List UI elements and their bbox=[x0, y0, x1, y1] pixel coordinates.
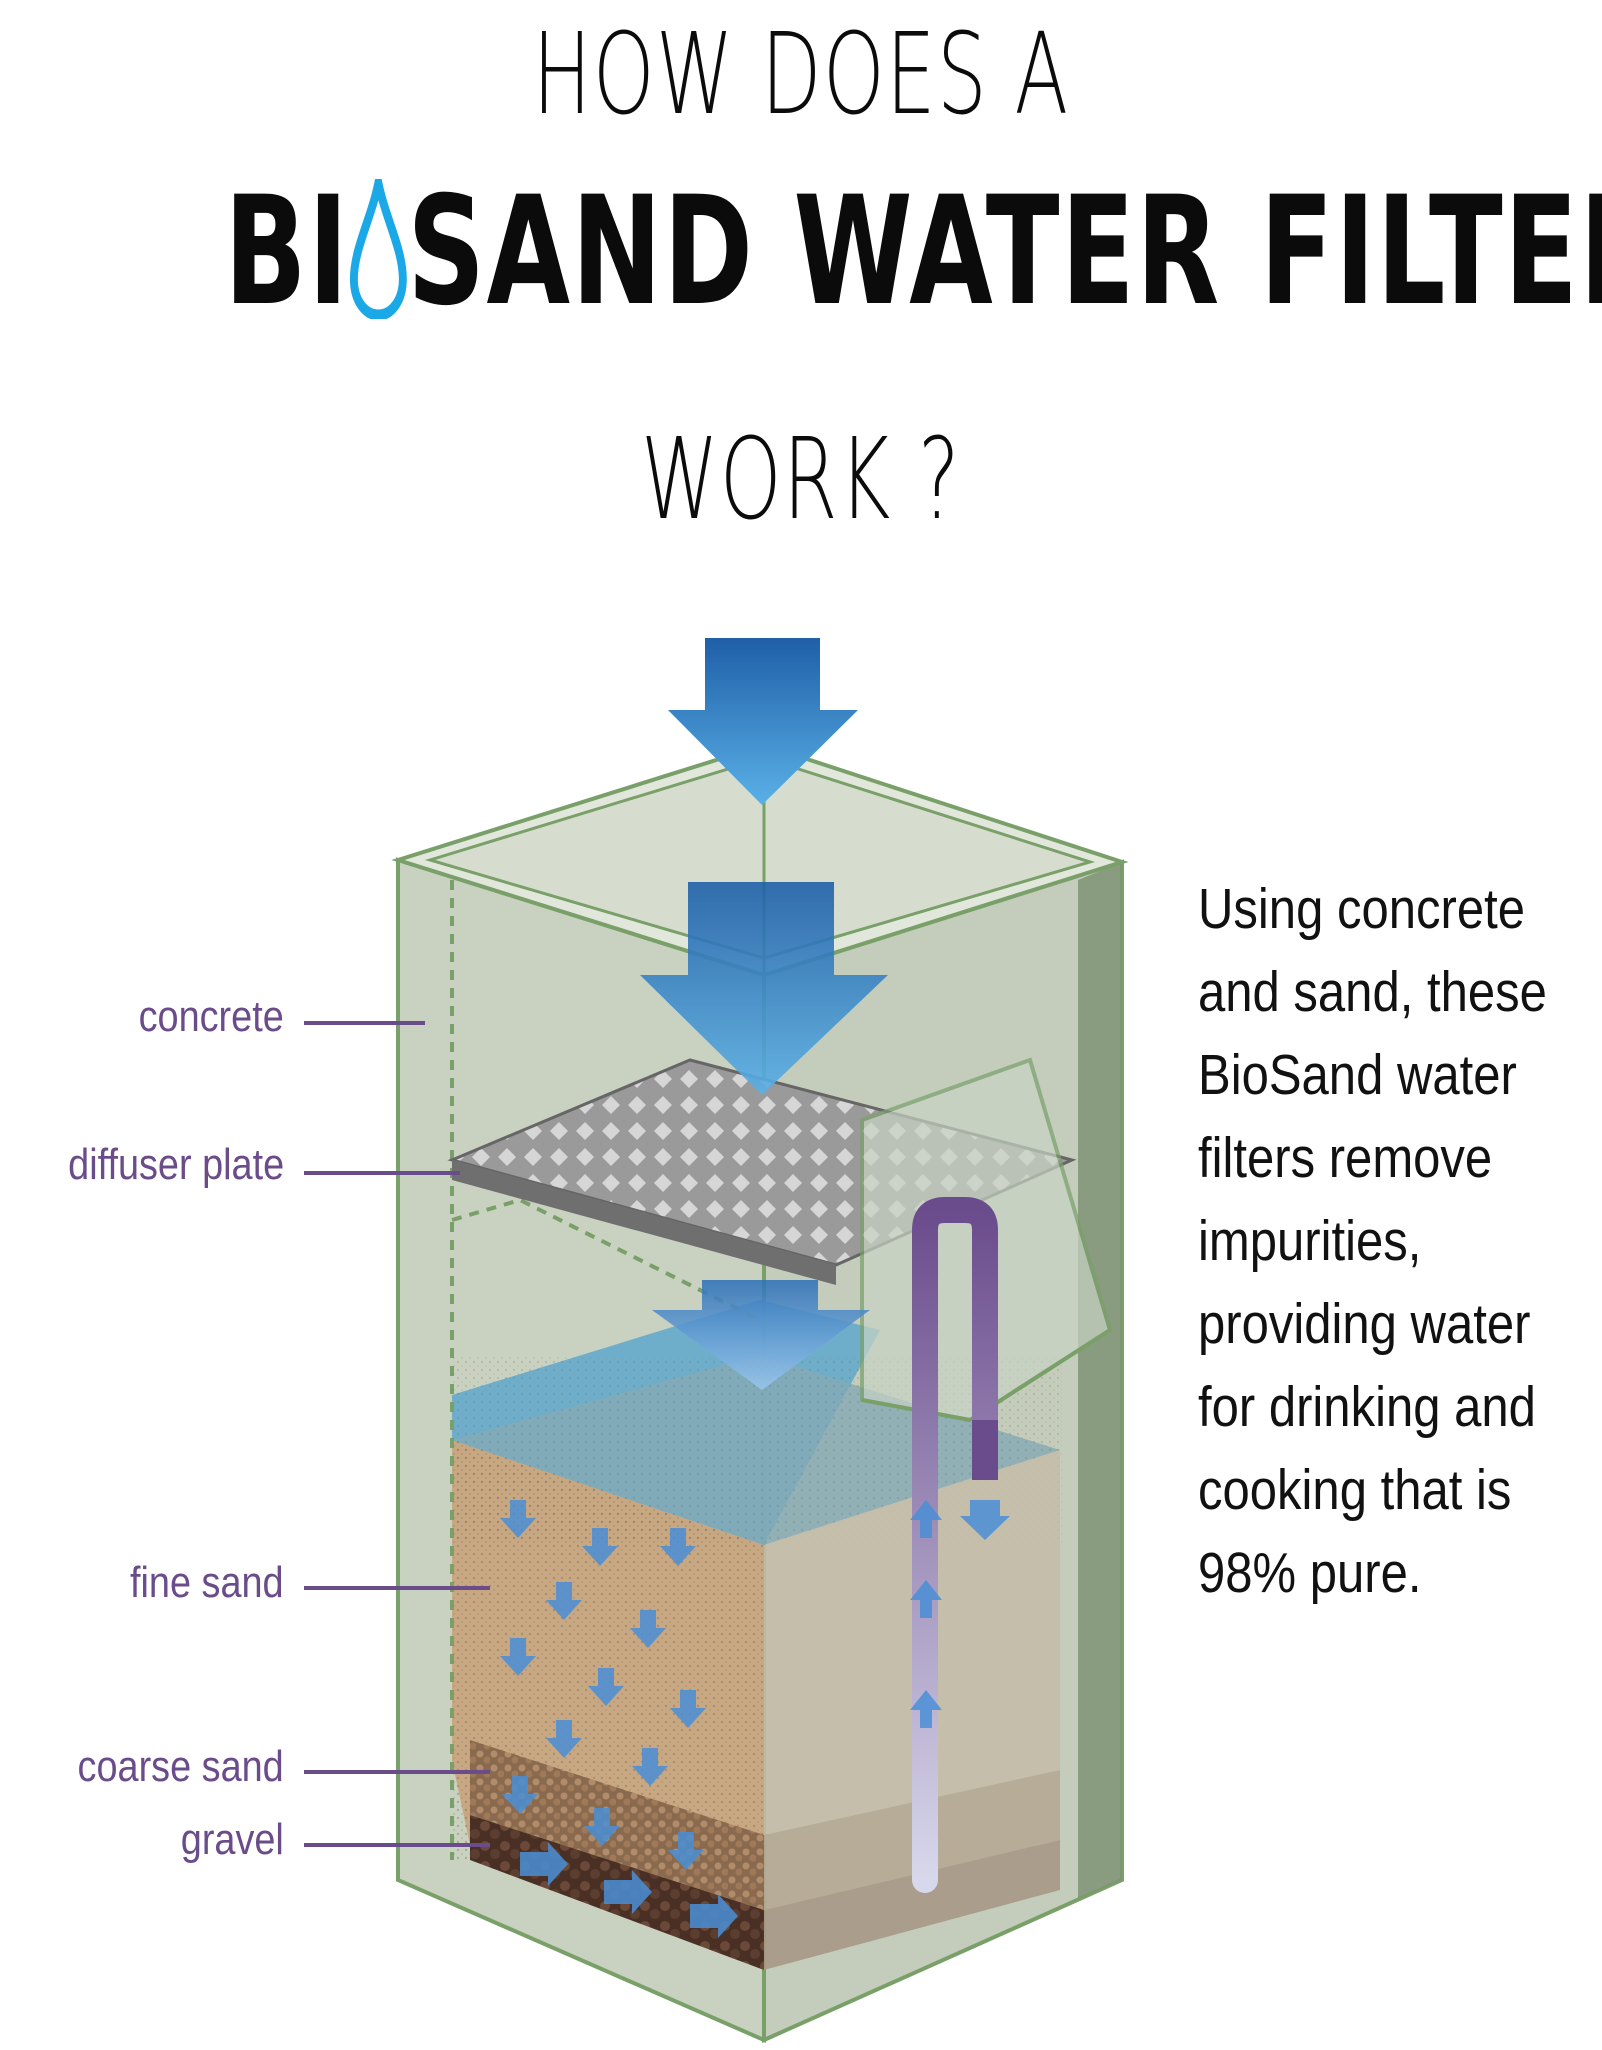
description-line: and sand, these bbox=[1198, 960, 1547, 1024]
description-line: impurities, bbox=[1198, 1209, 1422, 1273]
inflow-arrow-middle bbox=[640, 882, 888, 1095]
label-gravel: gravel bbox=[180, 1815, 284, 1864]
title-line-3: WORK ? bbox=[640, 415, 962, 545]
description-line: for drinking and bbox=[1198, 1375, 1536, 1439]
inflow-arrow-lower bbox=[652, 1280, 870, 1390]
description-line: Using concrete bbox=[1198, 877, 1525, 941]
label-diffuser-plate: diffuser plate bbox=[68, 1140, 284, 1189]
title-suffix: SAND WATER FILTER bbox=[407, 165, 1602, 339]
water-drop-icon bbox=[350, 179, 407, 319]
label-concrete: concrete bbox=[138, 992, 284, 1041]
description-line: BioSand water bbox=[1198, 1043, 1517, 1107]
description-line: providing water bbox=[1198, 1292, 1531, 1356]
description-text: Using concrete and sand, these BioSand w… bbox=[1198, 868, 1559, 1615]
outlet-pipe bbox=[912, 1197, 998, 1893]
label-fine-sand: fine sand bbox=[130, 1558, 284, 1607]
coarse-sand-layer bbox=[470, 1740, 764, 1910]
title-line-1: HOW DOES A bbox=[532, 10, 1070, 140]
title-prefix: BI bbox=[224, 165, 350, 339]
description-line: 98% pure. bbox=[1198, 1541, 1422, 1605]
flow-arrows bbox=[500, 1500, 1010, 1938]
label-coarse-sand: coarse sand bbox=[77, 1742, 284, 1791]
inflow-arrow-top bbox=[668, 638, 858, 805]
description-line: cooking that is bbox=[1198, 1458, 1512, 1522]
title-line-2: BI SAND WATER FILTER bbox=[224, 165, 1602, 339]
description-line: filters remove bbox=[1198, 1126, 1493, 1190]
